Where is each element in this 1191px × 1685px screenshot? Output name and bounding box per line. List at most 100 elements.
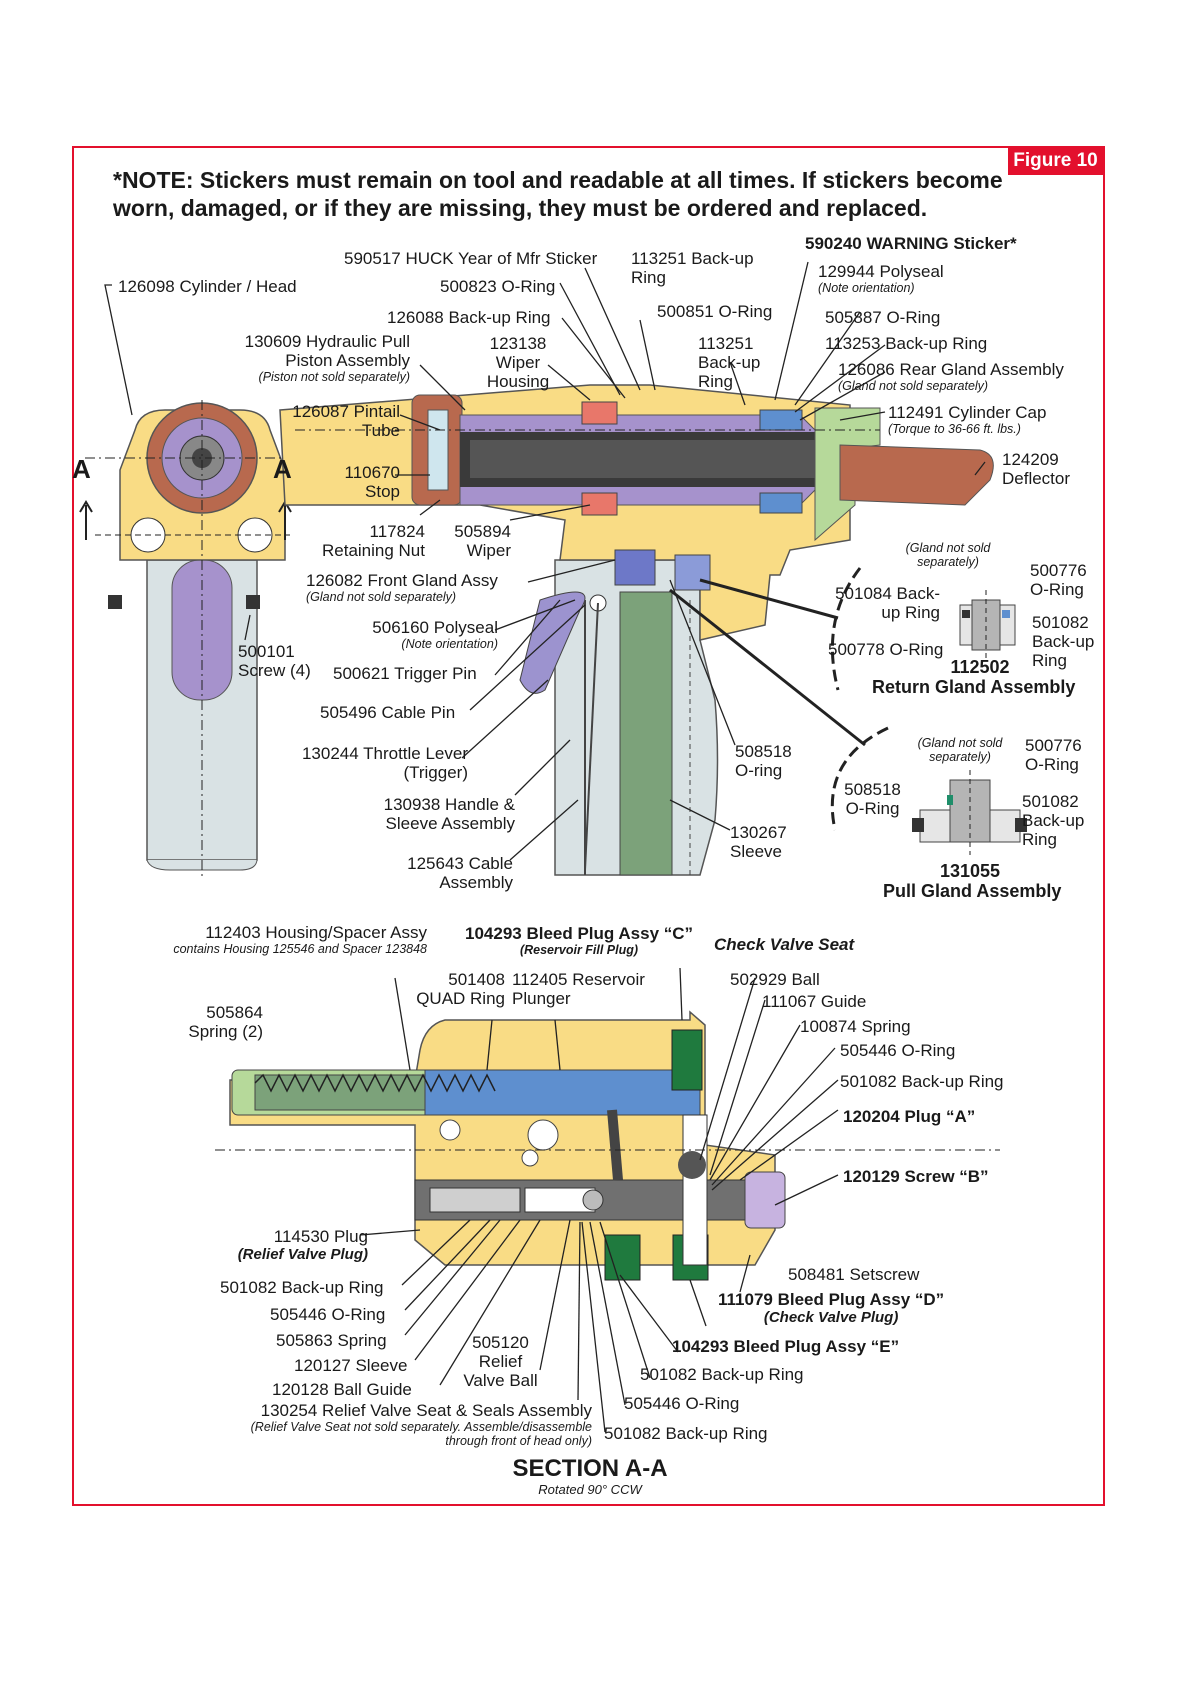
label-pintail-tube: 126087 Pintail Tube [292,402,400,440]
pull-gland-title: Pull Gland Assembly [883,881,1062,901]
label-cable-pin: 505496 Cable Pin [320,703,456,722]
label-oring-505446-right: 505446 O-Ring [840,1041,956,1060]
return-gland-title: Return Gland Assembly [872,677,1076,697]
label-oring-500851: 500851 O-Ring [657,302,773,321]
label-rg-backup-501082: 501082 Back-up Ring [1032,613,1095,670]
label-wiper: 505894 Wiper [454,522,511,560]
label-cylinder-cap-text: 112491 Cylinder Cap [888,403,1047,422]
label-rear-gland-text: 126086 Rear Gland Assembly [838,360,1064,379]
label-front-gland: 126082 Front Gland Assy (Gland not sold … [306,571,498,604]
label-deflector: 124209 Deflector [1002,450,1071,488]
label-warning-sticker: 590240 WARNING Sticker* [805,234,1017,253]
label-huck-sticker: 590517 HUCK Year of Mfr Sticker [344,249,598,268]
label-backup-126088: 126088 Back-up Ring [387,308,551,327]
label-rg-not-sold: (Gland not sold separately) [905,541,991,569]
label-oring-505446-bottom: 505446 O-Ring [624,1394,740,1413]
label-ball-502929: 502929 Ball [730,970,820,989]
label-relief-seat-text: 130254 Relief Valve Seat & Seals Assembl… [260,1401,592,1420]
sticker-note: *NOTE: Stickers must remain on tool and … [113,167,1003,221]
label-pg-not-sold: (Gland not sold separately) [917,736,1003,764]
label-bleed-plug-c-text: 104293 Bleed Plug Assy “C” [465,924,694,943]
label-hydraulic-piston-note: (Piston not sold separately) [258,370,410,384]
label-rg-oring-500776: 500776 O-Ring [1030,561,1087,599]
section-mark-left: A [72,454,91,484]
section-subtitle-text: Rotated 90° CCW [538,1482,642,1497]
label-polyseal-506160: 506160 Polyseal (Note orientation) [330,618,498,651]
label-relief-seat: 130254 Relief Valve Seat & Seals Assembl… [220,1401,592,1448]
label-wiper-housing: 123138 Wiper Housing [486,334,550,391]
label-setscrew: 508481 Setscrew [788,1265,920,1284]
tool-side-view [279,384,994,876]
label-plug-a: 120204 Plug “A” [843,1107,976,1126]
label-bleed-plug-c: 104293 Bleed Plug Assy “C” (Reservoir Fi… [465,924,693,957]
label-oring-505446-left: 505446 O-Ring [270,1305,386,1324]
label-plug-114530: 114530 Plug (Relief Valve Plug) [200,1227,368,1263]
label-stop: 110670 Stop [344,463,400,501]
label-hydraulic-piston: 130609 Hydraulic Pull Piston Assembly (P… [225,332,410,384]
label-front-gland-note: (Gland not sold separately) [306,590,457,604]
label-guide-111067: 111067 Guide [762,992,867,1011]
label-bleed-plug-c-note: (Reservoir Fill Plug) [519,943,639,957]
label-handle-sleeve: 130938 Handle & Sleeve Assembly [383,795,515,833]
label-backup-501082-bottom2: 501082 Back-up Ring [604,1424,768,1443]
label-backup-113253: 113253 Back-up Ring [825,334,988,353]
label-polyseal-506160-text: 506160 Polyseal [372,618,498,637]
label-spring-505863: 505863 Spring [276,1331,387,1350]
label-bleed-plug-e: 104293 Bleed Plug Assy “E” [672,1337,900,1356]
label-spring-505864: 505864 Spring (2) [188,1003,263,1041]
label-polyseal-129944-text: 129944 Polyseal [818,262,944,281]
label-oring-500823: 500823 O-Ring [440,277,556,296]
label-backup-113251-mid: 113251 Back-up Ring [698,334,761,391]
label-backup-501082-left: 501082 Back-up Ring [220,1278,384,1297]
label-relief-seat-note: (Relief Valve Seat not sold separately. … [250,1420,592,1448]
label-sleeve-130267: 130267 Sleeve [730,823,787,861]
label-screw-500101: 500101 Screw (4) [238,642,311,680]
leader-lines [104,261,986,1433]
label-backup-501082-bottom1: 501082 Back-up Ring [640,1365,804,1384]
return-gland-detail [699,567,1016,691]
label-cable-assembly: 125643 Cable Assembly [407,854,513,892]
label-oring-505887: 505887 O-Ring [825,308,941,327]
label-front-gland-text: 126082 Front Gland Assy [306,571,498,590]
label-sleeve-120127: 120127 Sleeve [294,1356,408,1375]
label-rg-backup-501084: 501084 Back-up Ring [835,584,940,622]
pull-gland-detail [669,588,1027,855]
return-gland-number: 112502 [950,657,1010,677]
label-housing-spacer: 112403 Housing/Spacer Assy contains Hous… [165,923,427,956]
label-retaining-nut: 117824 Retaining Nut [321,522,425,560]
label-rear-gland: 126086 Rear Gland Assembly (Gland not so… [838,360,1064,393]
label-check-valve-seat: Check Valve Seat [714,935,855,954]
label-pg-backup-501082: 501082 Back-up Ring [1022,792,1085,849]
label-plug-114530-note: (Relief Valve Plug) [237,1246,368,1263]
label-oring-508518: 508518 O-ring [735,742,792,780]
pull-gland-number: 131055 [939,861,1001,881]
label-polyseal-129944: 129944 Polyseal (Note orientation) [818,262,944,295]
label-plug-114530-text: 114530 Plug [273,1227,368,1246]
label-hydraulic-piston-text: 130609 Hydraulic Pull Piston Assembly [244,332,410,370]
figure-badge: Figure 10 [1008,147,1103,175]
label-throttle-lever: 130244 Throttle Lever (Trigger) [301,744,468,782]
label-trigger-pin: 500621 Trigger Pin [333,664,477,683]
label-bleed-plug-d-text: 111079 Bleed Plug Assy “D” [718,1290,945,1309]
label-polyseal-506160-note: (Note orientation) [401,637,498,651]
label-screw-b: 120129 Screw “B” [843,1167,989,1186]
label-housing-spacer-note: contains Housing 125546 and Spacer 12384… [173,942,427,956]
section-mark-right: A [273,454,292,484]
section-title-text: SECTION A-A [512,1455,668,1482]
label-rg-oring-500778: 500778 O-Ring [828,640,944,659]
label-bleed-plug-d: 111079 Bleed Plug Assy “D” (Check Valve … [718,1290,944,1326]
section-a-a-view [215,1010,1000,1281]
label-backup-501082-right: 501082 Back-up Ring [840,1072,1004,1091]
label-cylinder-cap: 112491 Cylinder Cap (Torque to 36-66 ft.… [888,403,1046,436]
label-quad-ring: 501408 QUAD Ring [416,970,505,1008]
label-cylinder-cap-note: (Torque to 36-66 ft. lbs.) [888,422,1021,436]
label-polyseal-129944-note: (Note orientation) [818,281,915,295]
end-view-cylinder-head [79,400,292,880]
section-a-a-title: SECTION A-A Rotated 90° CCW [470,1455,710,1498]
label-relief-valve-ball: 505120 Relief Valve Ball [463,1333,538,1390]
label-ball-guide: 120128 Ball Guide [272,1380,412,1399]
label-pg-oring-500776: 500776 O-Ring [1025,736,1082,774]
label-bleed-plug-d-note: (Check Valve Plug) [763,1309,899,1326]
figure-frame [72,146,1105,1506]
